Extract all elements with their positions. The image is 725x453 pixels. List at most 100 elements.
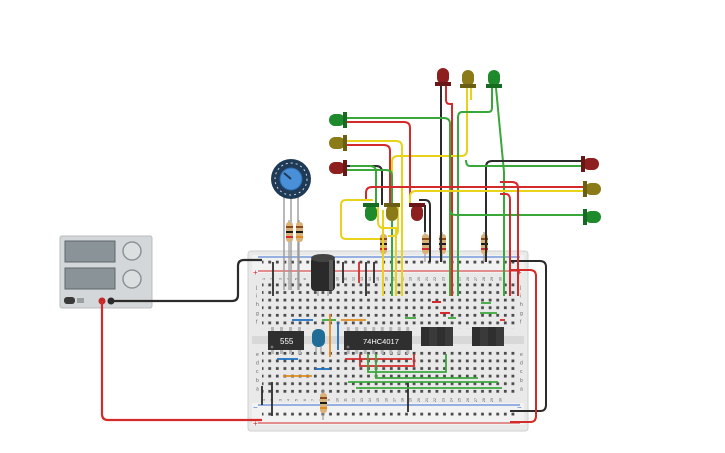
chip-pin bbox=[346, 350, 350, 354]
column-label-top: 11 bbox=[344, 277, 348, 281]
voltage-knob[interactable] bbox=[122, 241, 142, 261]
power-supply[interactable] bbox=[59, 235, 153, 309]
column-label-bottom: 27 bbox=[474, 398, 478, 402]
column-label-top: 23 bbox=[441, 277, 445, 281]
led-mid-olive[interactable] bbox=[384, 203, 400, 221]
chip-pin bbox=[289, 350, 292, 354]
column-label-top: 21 bbox=[425, 277, 429, 281]
column-label-top: 27 bbox=[474, 277, 478, 281]
chip-pin bbox=[298, 350, 301, 354]
led-left-red[interactable] bbox=[329, 160, 347, 176]
column-label-top: 10 bbox=[335, 277, 339, 281]
row-label: b bbox=[520, 378, 523, 384]
column-label-bottom: 20 bbox=[417, 398, 421, 402]
row-label: c bbox=[520, 369, 523, 375]
column-label-bottom: 21 bbox=[425, 398, 429, 402]
counter-chip[interactable]: 74HC4017 bbox=[344, 327, 412, 354]
voltage-display bbox=[64, 240, 116, 263]
current-knob[interactable] bbox=[122, 269, 142, 289]
column-label-bottom: 30 bbox=[498, 398, 502, 402]
column-label-top: 16 bbox=[384, 277, 388, 281]
chip-pin bbox=[346, 327, 350, 331]
chip-pin bbox=[372, 350, 376, 354]
chip-pin bbox=[363, 350, 367, 354]
column-label-bottom: 4 bbox=[286, 399, 290, 401]
row-label: j bbox=[519, 285, 521, 291]
supply-black-wire[interactable] bbox=[111, 258, 262, 303]
column-label-top: 17 bbox=[392, 277, 396, 281]
column-label-bottom: 10 bbox=[335, 398, 339, 402]
led-left-olive[interactable] bbox=[329, 135, 347, 151]
chip-pin bbox=[372, 327, 376, 331]
column-label-top: 30 bbox=[498, 277, 502, 281]
row-label: d bbox=[520, 361, 523, 367]
potentiometer[interactable] bbox=[271, 159, 311, 290]
chip-pin bbox=[298, 327, 301, 331]
column-label-top: 26 bbox=[466, 277, 470, 281]
chip-pin bbox=[406, 350, 410, 354]
led-right-red[interactable] bbox=[581, 156, 599, 172]
column-label-top: 29 bbox=[490, 277, 494, 281]
row-label: c bbox=[256, 369, 259, 375]
column-label-top: 13 bbox=[360, 277, 364, 281]
resistor-left[interactable] bbox=[286, 220, 293, 290]
rail-plus-top-right: + bbox=[517, 268, 522, 277]
row-label: e bbox=[256, 352, 259, 358]
power-switch[interactable] bbox=[64, 297, 75, 304]
column-label-bottom: 5 bbox=[295, 399, 299, 401]
ceramic-capacitor[interactable] bbox=[312, 329, 325, 354]
rail-minus-bottom-right: − bbox=[517, 403, 522, 412]
row-label: i bbox=[256, 294, 257, 300]
chip-pin bbox=[380, 327, 384, 331]
transistor-array-left[interactable] bbox=[421, 327, 453, 346]
column-label-top: 6 bbox=[303, 278, 307, 280]
row-label: h bbox=[520, 302, 523, 308]
row-label: i bbox=[520, 294, 521, 300]
supply-red-wire[interactable] bbox=[100, 301, 262, 422]
led-wires bbox=[340, 86, 585, 296]
column-label-bottom: 14 bbox=[368, 398, 372, 402]
column-label-top: 3 bbox=[278, 278, 282, 280]
column-label-bottom: 1 bbox=[262, 399, 266, 401]
column-label-top: 1 bbox=[262, 278, 266, 280]
column-label-top: 22 bbox=[433, 277, 437, 281]
rail-plus-bottom: + bbox=[253, 419, 258, 428]
led-right-olive[interactable] bbox=[583, 181, 601, 197]
right-red-rail-wire[interactable] bbox=[510, 269, 537, 423]
column-label-bottom: 18 bbox=[401, 398, 405, 402]
led-top-green[interactable] bbox=[486, 70, 502, 88]
resistor-bottom[interactable] bbox=[320, 389, 327, 420]
column-label-bottom: 19 bbox=[409, 398, 413, 402]
column-label-top: 12 bbox=[352, 277, 356, 281]
resistor-right[interactable] bbox=[296, 220, 303, 290]
chip-pin bbox=[289, 327, 292, 331]
column-label-bottom: 7 bbox=[311, 399, 315, 401]
column-label-top: 19 bbox=[409, 277, 413, 281]
led-top-olive[interactable] bbox=[460, 70, 476, 88]
column-label-bottom: 28 bbox=[482, 398, 486, 402]
led-right-green[interactable] bbox=[583, 209, 601, 225]
electrolytic-capacitor[interactable] bbox=[311, 254, 335, 296]
counter-chip-label: 74HC4017 bbox=[363, 337, 399, 346]
timer-chip[interactable]: 555 bbox=[268, 327, 304, 354]
led-mid-red[interactable] bbox=[409, 203, 425, 221]
right-black-rail-wire[interactable] bbox=[510, 260, 547, 412]
led-mid-green[interactable] bbox=[363, 203, 379, 221]
chip-pin bbox=[380, 350, 384, 354]
row-label: a bbox=[520, 386, 523, 392]
row-label: e bbox=[520, 352, 523, 358]
current-display bbox=[64, 267, 116, 290]
transistor-array-right[interactable] bbox=[472, 327, 504, 346]
column-label-top: 14 bbox=[368, 277, 372, 281]
led-top-red[interactable] bbox=[435, 68, 451, 86]
board-jumpers bbox=[261, 262, 505, 416]
chip-pin bbox=[280, 350, 283, 354]
chip-pin bbox=[280, 327, 283, 331]
column-label-bottom: 6 bbox=[303, 399, 307, 401]
column-label-bottom: 22 bbox=[433, 398, 437, 402]
led-left-green[interactable] bbox=[329, 112, 347, 128]
chip-pin bbox=[389, 327, 393, 331]
column-label-bottom: 24 bbox=[449, 398, 453, 402]
